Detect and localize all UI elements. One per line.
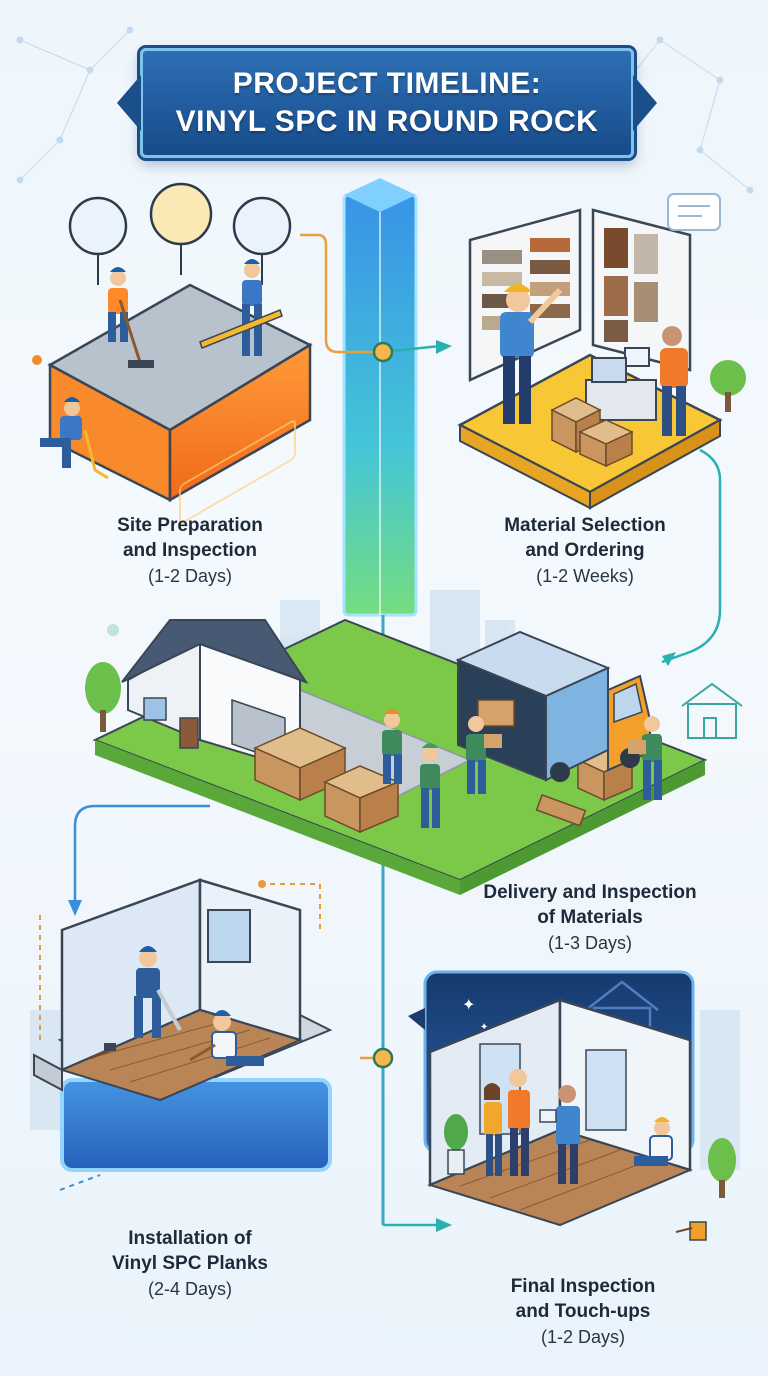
worker-laying-plank [189, 1010, 264, 1066]
material-boxes [550, 397, 634, 468]
homeowner [508, 1069, 530, 1176]
tree-icon [710, 360, 746, 412]
worker-touch-up [634, 1117, 673, 1166]
connectors [300, 233, 383, 354]
step-title: and Touch-ups [515, 1301, 651, 1322]
worker-cutting-plank [134, 946, 182, 1038]
worker-carrying-box [466, 716, 502, 794]
worker-selecting [500, 284, 563, 424]
step-label-final-inspection: Final Inspection and Touch-ups (1-2 Days… [468, 1274, 698, 1350]
timeline-bar [342, 178, 418, 1225]
arrow-head [436, 340, 452, 354]
step-title: Delivery and Inspection [483, 882, 697, 903]
house-outline-icon [681, 682, 743, 739]
connector-to-installation [73, 804, 210, 900]
worker-carrying-box [628, 716, 662, 800]
step-title: Vinyl SPC Planks [112, 1253, 268, 1274]
step-duration: (1-2 Days) [147, 566, 232, 586]
timeline-node [372, 1047, 394, 1069]
step-title: Site Preparation [117, 515, 263, 536]
installation-scene [33, 878, 333, 1191]
step-duration: (1-2 Weeks) [536, 566, 634, 586]
title-line-2: VINYL SPC IN ROUND ROCK [175, 105, 599, 138]
step-title: Final Inspection [510, 1276, 656, 1297]
step-title: of Materials [537, 907, 643, 928]
step-title: and Inspection [122, 540, 258, 561]
step-duration: (2-4 Days) [147, 1279, 232, 1299]
connector-to-delivery [661, 448, 722, 664]
plant-icon [444, 1114, 468, 1175]
final-inspection-scene: ✦ ✦ [408, 970, 736, 1241]
paint-can-icon [675, 1221, 707, 1241]
worker-leveling [199, 259, 283, 356]
step-title: Installation of [128, 1228, 252, 1249]
arrow-head [662, 652, 676, 666]
site-preparation-scene [40, 182, 313, 524]
house-icon [121, 619, 309, 772]
tree-icon [708, 1138, 736, 1198]
laptop-icon [591, 357, 627, 383]
step-label-site-preparation: Site Preparation and Inspection (1-2 Day… [70, 513, 310, 589]
step-duration: (1-2 Days) [540, 1327, 625, 1347]
star-icon: ✦ [480, 1022, 488, 1033]
inspector-with-clipboard [420, 743, 440, 828]
arrow-head [68, 900, 82, 916]
worker-sweeping [108, 267, 154, 368]
worker-kneeling [40, 397, 109, 480]
homeowner [484, 1083, 502, 1176]
window-icon [207, 909, 251, 963]
window-icon [585, 1049, 627, 1131]
hammer-icon [89, 1043, 116, 1060]
sweeping-icon [68, 196, 128, 256]
tree-icon [85, 662, 121, 732]
pallet-boxes [253, 727, 634, 834]
step-title: Material Selection [504, 515, 666, 536]
step-label-material-selection: Material Selection and Ordering (1-2 Wee… [455, 513, 715, 589]
delivery-scene [85, 618, 743, 895]
title-line-1: PROJECT TIMELINE: [232, 67, 542, 100]
measuring-icon [232, 196, 292, 256]
dot-decoration [107, 624, 119, 636]
arrow-head [436, 1218, 452, 1232]
chat-bubble-icon [667, 193, 721, 231]
material-selection-scene [457, 193, 746, 510]
step-label-delivery: Delivery and Inspection of Materials (1-… [440, 880, 740, 956]
timeline-node [372, 341, 394, 363]
leveling-icon [149, 182, 213, 246]
title-banner: PROJECT TIMELINE: VINYL SPC IN ROUND ROC… [117, 48, 657, 158]
step-label-installation: Installation of Vinyl SPC Planks (2-4 Da… [70, 1226, 310, 1302]
inspector-with-tablet [539, 1085, 580, 1184]
timeline-node [32, 355, 42, 365]
inspector-with-clipboard [382, 709, 402, 784]
star-icon: ✦ [462, 995, 475, 1014]
step-title: and Ordering [525, 540, 645, 561]
step-duration: (1-3 Days) [547, 933, 632, 953]
